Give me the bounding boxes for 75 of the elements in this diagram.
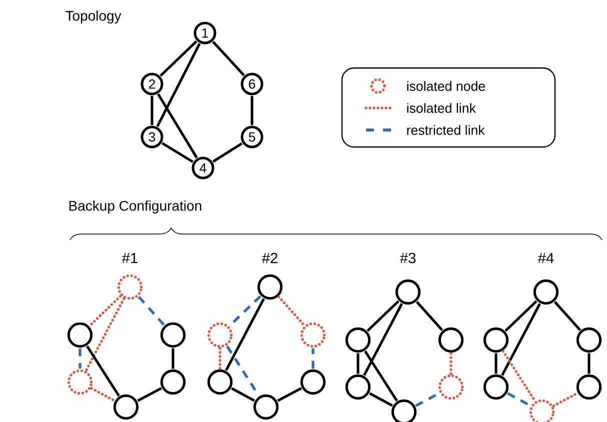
link-line — [277, 387, 302, 402]
link-line — [160, 40, 198, 77]
link-line — [212, 142, 243, 163]
network-node — [395, 279, 421, 305]
link-line — [494, 353, 498, 374]
network-node — [438, 327, 464, 353]
config-number: #4 — [538, 252, 554, 264]
isolated-node — [207, 322, 233, 348]
legend-text: isolated link — [407, 103, 476, 113]
link-line — [156, 43, 201, 127]
link-line — [501, 303, 541, 376]
network-node — [253, 394, 279, 420]
network-node — [483, 374, 509, 400]
isolated-link — [88, 294, 122, 328]
link-line — [157, 94, 198, 158]
network-node — [300, 369, 326, 395]
link-line — [554, 301, 582, 331]
link-line — [162, 142, 194, 163]
link-line — [86, 346, 120, 396]
isolated-link — [278, 296, 306, 326]
link-line — [225, 298, 265, 371]
isolated-node — [529, 399, 555, 422]
isolated-node — [117, 274, 143, 300]
link-line — [250, 96, 254, 126]
network-node — [160, 322, 186, 348]
isolated-link — [502, 350, 536, 402]
link-line — [356, 353, 360, 374]
legend-text: restricted link — [407, 125, 485, 135]
numbered-node: 2 — [140, 72, 164, 96]
network-node — [207, 369, 233, 395]
link-line — [137, 387, 162, 402]
restricted-link — [312, 348, 314, 369]
legend-text: isolated node — [407, 81, 485, 91]
isolated-node — [438, 374, 464, 400]
isolated-link — [90, 387, 116, 402]
network-node — [576, 374, 602, 400]
restricted-link — [78, 348, 82, 369]
isolated-link — [552, 392, 579, 408]
link-line — [504, 300, 538, 332]
isolated-node — [300, 322, 326, 348]
network-node — [67, 322, 93, 348]
isolated-link — [218, 347, 222, 370]
network-node — [113, 394, 139, 420]
network-node — [576, 327, 602, 353]
network-node — [533, 279, 559, 305]
restricted-link — [226, 346, 260, 397]
restricted-link — [507, 392, 531, 407]
restricted-link — [138, 296, 166, 326]
link-line — [150, 96, 154, 126]
link-line — [363, 303, 403, 376]
link-line — [212, 40, 245, 76]
link-line — [231, 387, 255, 402]
numbered-node: 5 — [240, 126, 264, 148]
link-line — [588, 353, 590, 374]
section-title: Topology — [66, 10, 122, 24]
numbered-node: 6 — [240, 72, 264, 96]
isolated-link — [84, 297, 126, 372]
network-node — [160, 369, 186, 395]
numbered-node: 1 — [194, 22, 216, 44]
link-line — [369, 392, 393, 407]
numbered-node: 4 — [192, 156, 214, 180]
isolated-link — [450, 352, 452, 375]
numbered-node: 3 — [140, 126, 164, 148]
config-number: #3 — [400, 252, 416, 264]
network-node — [257, 274, 283, 300]
network-node — [483, 327, 509, 353]
network-node — [345, 327, 371, 353]
link-line — [366, 300, 400, 332]
link-line — [172, 348, 174, 369]
network-node — [391, 399, 417, 422]
section-title: Backup Configuration — [69, 200, 202, 214]
link-line — [364, 350, 398, 402]
network-node — [345, 374, 371, 400]
link-line — [416, 301, 444, 331]
isolated-node — [67, 369, 93, 395]
